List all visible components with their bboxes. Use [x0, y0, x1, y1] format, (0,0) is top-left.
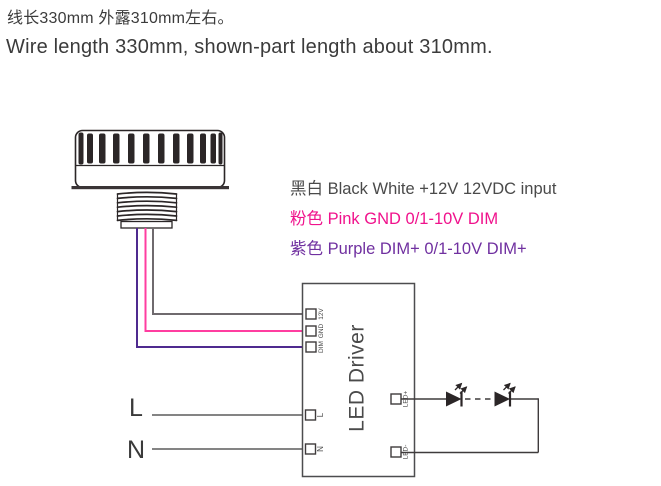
- led-driver-label: LED Driver: [346, 324, 369, 432]
- terminal-dim: [305, 341, 317, 353]
- terminal-led-plus: [390, 393, 402, 405]
- knob-flange: [71, 186, 229, 190]
- led1-emission-arrow-2: [459, 386, 468, 394]
- terminal-n: [304, 443, 317, 455]
- terminal-l-label: L: [316, 412, 325, 417]
- mains-n-label: N: [127, 436, 145, 464]
- terminal-led-minus: [390, 446, 402, 458]
- terminal-12v-label: 12V: [318, 308, 325, 320]
- legend-black-white-wire: 黑白 Black White +12V 12VDC input: [290, 180, 557, 198]
- legend-pink-wire: 粉色 Pink GND 0/1-10V DIM: [290, 210, 499, 228]
- terminal-l: [304, 409, 317, 421]
- terminal-gnd: [305, 325, 317, 337]
- dimmer-knob: [71, 129, 229, 229]
- terminal-n-label: N: [316, 446, 325, 452]
- legend-purple-wire: 紫色 Purple DIM+ 0/1-10V DIM+: [290, 240, 527, 258]
- terminal-dim-label: DIM: [318, 341, 325, 353]
- led-output-circuit: [401, 398, 539, 454]
- wire-pink: [144, 228, 306, 332]
- title-chinese: 线长330mm 外露310mm左右。: [7, 10, 234, 27]
- led-driver-box: [301, 282, 416, 478]
- led2-emission-arrow-2: [508, 386, 516, 394]
- knob-collar: [120, 220, 173, 229]
- wire-purple: [136, 228, 306, 348]
- mains-l-label: L: [129, 394, 143, 422]
- terminal-12v: [305, 308, 317, 320]
- knob-threads: [116, 191, 178, 222]
- title-english: Wire length 330mm, shown-part length abo…: [6, 36, 493, 58]
- led1-triangle: [446, 391, 462, 407]
- driver-left-terminal-labels: 12V GND DIM L N: [316, 308, 325, 452]
- wire-black-white: [152, 228, 306, 315]
- led-symbols: [446, 382, 516, 407]
- knob-knurl-ribs: [78, 132, 223, 165]
- led2-emission-arrow-1: [503, 382, 511, 391]
- terminal-gnd-label: GND: [318, 323, 325, 338]
- led1-emission-arrow-1: [454, 382, 463, 391]
- wire-color-legend: 黑白 Black White +12V 12VDC input 粉色 Pink …: [290, 174, 556, 264]
- driver-left-terminals: [304, 308, 317, 455]
- led2-triangle: [494, 391, 510, 407]
